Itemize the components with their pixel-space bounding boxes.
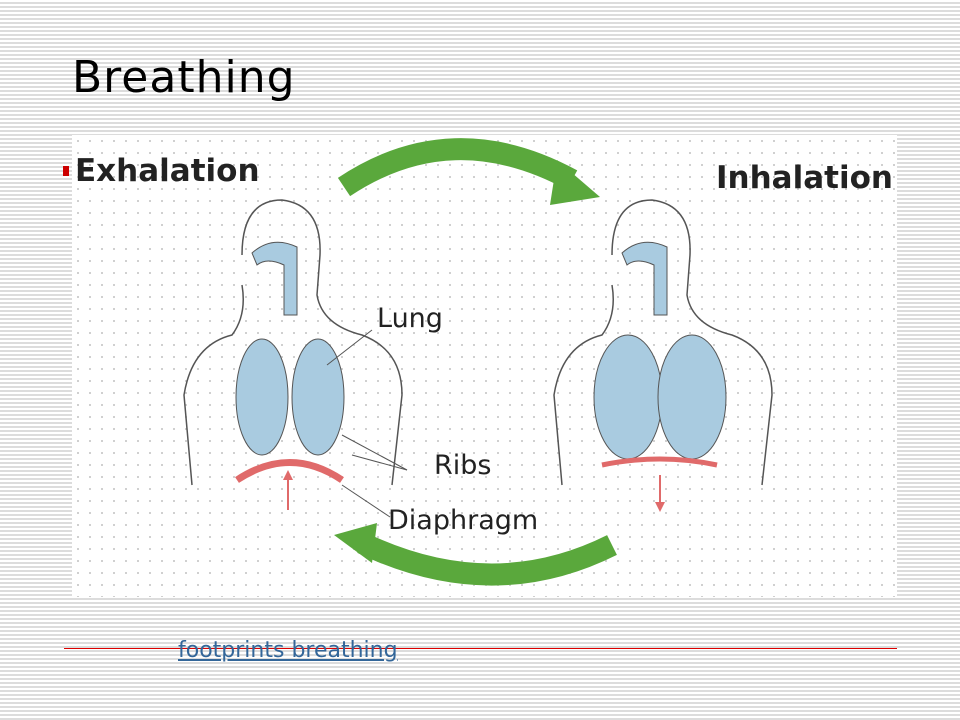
inhale-body [553, 199, 773, 486]
exhale-diaphragm [235, 459, 344, 483]
exhalation-label: Exhalation [75, 153, 260, 189]
bottom-arrowhead [334, 523, 377, 563]
footer-rule [64, 648, 897, 649]
exhale-right-lung [291, 338, 345, 456]
top-arrowhead [550, 160, 600, 205]
inhale-diaphragm [601, 456, 718, 468]
inhale-right-lung [657, 334, 727, 460]
exhale-left-lung [235, 338, 289, 456]
diaphragm-label: Diaphragm [388, 505, 539, 536]
inhalation-label: Inhalation [716, 160, 893, 196]
bullet-marker [63, 166, 69, 176]
bottom-cycle-arrow [357, 533, 617, 586]
diagram-drawing [183, 138, 773, 586]
breathing-diagram: Exhalation Inhalation Lung Ribs Diaphrag… [72, 135, 897, 597]
top-cycle-arrow [337, 138, 578, 197]
lung-label: Lung [377, 303, 443, 334]
slide-title: Breathing [72, 52, 296, 103]
inhale-left-lung [593, 334, 663, 460]
footprints-breathing-link[interactable]: footprints breathing [178, 638, 398, 663]
ribs-label: Ribs [434, 450, 492, 481]
exhale-airway [251, 241, 298, 316]
exhale-body [183, 199, 403, 486]
inhale-airway [621, 241, 668, 316]
